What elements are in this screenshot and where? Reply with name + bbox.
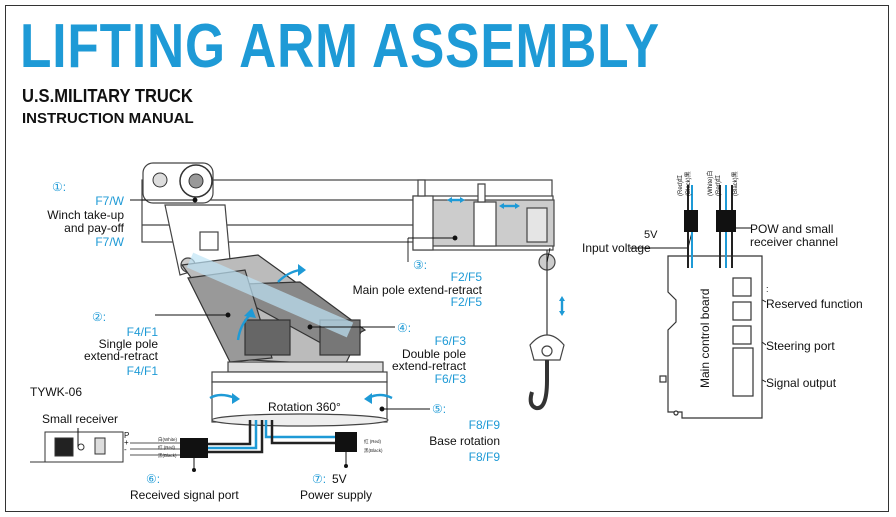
board-connectors <box>684 210 736 232</box>
callout-4-number: ④: <box>397 321 412 335</box>
callout-4-label: Double pole <box>401 347 466 361</box>
base-cables <box>200 420 335 454</box>
pow-channel-label-2: receiver channel <box>750 235 839 249</box>
callout-5-code: F8/F9 <box>468 418 500 432</box>
callout-4-label-2: extend-retract <box>391 359 466 373</box>
callout-3-number: ③: <box>413 258 428 272</box>
callout-5-number: ⑤: <box>432 402 447 416</box>
rotation-label: Rotation 360° <box>268 400 341 414</box>
power-wire-red: 红 (Red) <box>364 439 382 444</box>
steering-port-label: Steering port <box>766 339 835 353</box>
callout-1-code: F7/W <box>95 194 124 208</box>
manual-heading: INSTRUCTION MANUAL <box>22 110 194 127</box>
board-wire-red: (Red)红 <box>678 174 684 196</box>
page-subtitle: U.S.MILITARY TRUCK <box>22 86 193 106</box>
callout-2-label: Single pole <box>98 337 158 351</box>
callout-2-code: F4/F1 <box>126 325 158 339</box>
callout-3-code: F2/F5 <box>450 270 482 284</box>
callout-1-label-2: and pay-off <box>64 221 124 235</box>
arm-linkage <box>180 252 367 366</box>
callout-1-number: ①: <box>52 180 67 194</box>
receiver-pin-plus: + <box>124 438 129 447</box>
board-wire-black-2: (Black)黑 <box>733 171 739 196</box>
board-input-label: Input voltage <box>582 241 651 255</box>
turntable-base <box>211 361 389 427</box>
reserved-function-label: Reserved function <box>766 297 863 311</box>
small-receiver-label: Small receiver <box>42 412 119 426</box>
hook-sheave-icon <box>528 250 565 411</box>
board-voltage: 5V <box>644 229 658 241</box>
winch-drum-icon <box>152 164 213 198</box>
callout-5-label: Base rotation <box>429 434 500 448</box>
page-title: LIFTING ARM ASSEMBLY <box>20 12 660 81</box>
board-mark: : <box>766 284 769 294</box>
callout-1-label: Winch take-up <box>47 208 124 222</box>
callout-6-number: ⑥: <box>146 472 161 486</box>
board-wire-white: (White)白 <box>708 170 714 196</box>
power-wire-black: 黑(Black) <box>364 448 383 453</box>
callout-7-label: Power supply <box>300 488 373 502</box>
callout-2-number: ②: <box>92 310 107 324</box>
callout-6-label: Received signal port <box>130 488 239 502</box>
main-board-label: Main control board <box>698 288 712 388</box>
callout-5-code-2: F8/F9 <box>468 450 500 464</box>
wire-connectors <box>130 432 357 472</box>
signal-output-label: Signal output <box>766 376 837 390</box>
page-border <box>5 5 889 512</box>
callout-7-number: ⑦: <box>312 472 327 486</box>
pow-channel-label: POW and small <box>750 222 834 236</box>
board-wire-black: (Black)黑 <box>686 171 692 196</box>
receiver-pin-minus: - <box>124 445 127 454</box>
arrow-heads <box>232 197 565 404</box>
callout-3-code-2: F2/F5 <box>450 295 482 309</box>
small-receiver-icon <box>30 428 124 463</box>
callout-3-label: Main pole extend-retract <box>352 283 482 297</box>
callout-7-voltage: 5V <box>332 472 347 486</box>
wire-label-red: 红 (Red) <box>158 445 176 450</box>
callout-4-code: F6/F3 <box>434 334 466 348</box>
callout-1-code-2: F7/W <box>95 235 124 249</box>
model-number: TYWK-06 <box>30 385 83 399</box>
main-control-board <box>659 255 763 419</box>
board-cables <box>687 185 733 268</box>
callout-2-code-2: F4/F1 <box>126 364 158 378</box>
callout-4-code-2: F6/F3 <box>434 372 466 386</box>
wire-label-black: 黑(Black) <box>158 453 177 458</box>
receiver-pin-p: P <box>124 431 130 440</box>
callout-2-label-2: extend-retract <box>83 349 158 363</box>
wire-label-white: 白(White) <box>158 437 177 442</box>
board-wire-red-2: (Red)红 <box>716 174 722 196</box>
